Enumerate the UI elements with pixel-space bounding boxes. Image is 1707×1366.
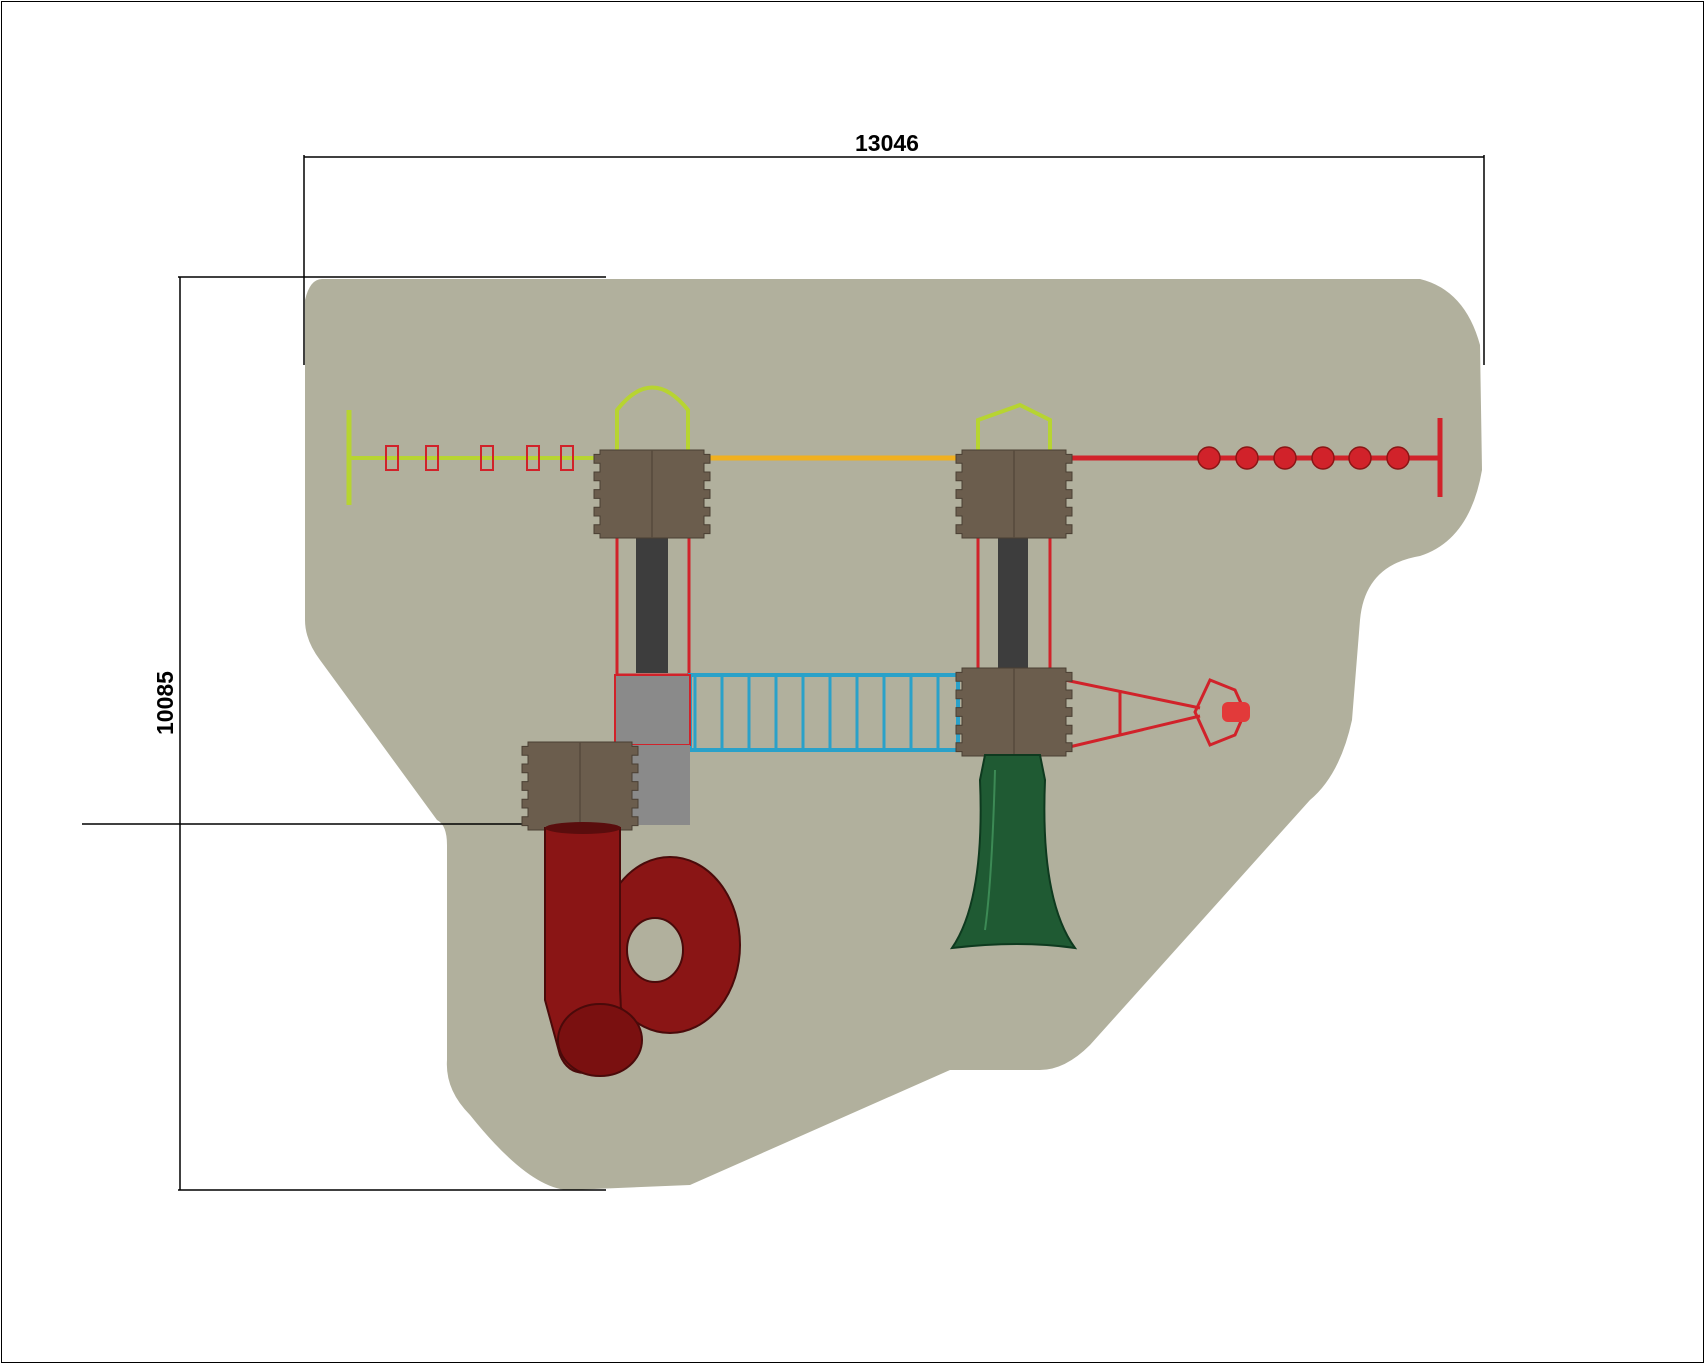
right-tower	[955, 449, 1073, 539]
swing-disc	[1273, 446, 1297, 470]
monkey-bar-left	[346, 410, 600, 505]
left-tower	[593, 449, 711, 539]
monkey-bar-rung	[385, 445, 399, 471]
swing-disc	[1235, 446, 1259, 470]
straight-slide	[949, 754, 1078, 950]
net-climber	[1064, 678, 1250, 750]
monkey-bar-rung	[560, 445, 574, 471]
width-dimension	[303, 155, 1485, 365]
width-dimension-label: 13046	[855, 130, 919, 156]
right-tower-arch	[976, 402, 1052, 450]
height-dimension-label: 10085	[152, 671, 178, 735]
monkey-bar-rung	[425, 445, 439, 471]
swing-disc	[1348, 446, 1372, 470]
swing-disc	[1197, 446, 1221, 470]
left-tower-arch	[615, 385, 690, 450]
swing-disc	[1311, 446, 1335, 470]
monkey-bar-rung	[480, 445, 494, 471]
right-lower-tower	[955, 667, 1073, 757]
swing-disc	[1386, 446, 1410, 470]
lower-left-tower	[521, 741, 639, 831]
spiral-tube-slide	[544, 822, 741, 1077]
disc-swing-right	[1060, 418, 1443, 497]
height-dimension	[82, 276, 606, 1191]
monkey-bar-rung	[526, 445, 540, 471]
play-surface	[305, 279, 1482, 1190]
deck-panel-upper	[614, 674, 691, 746]
